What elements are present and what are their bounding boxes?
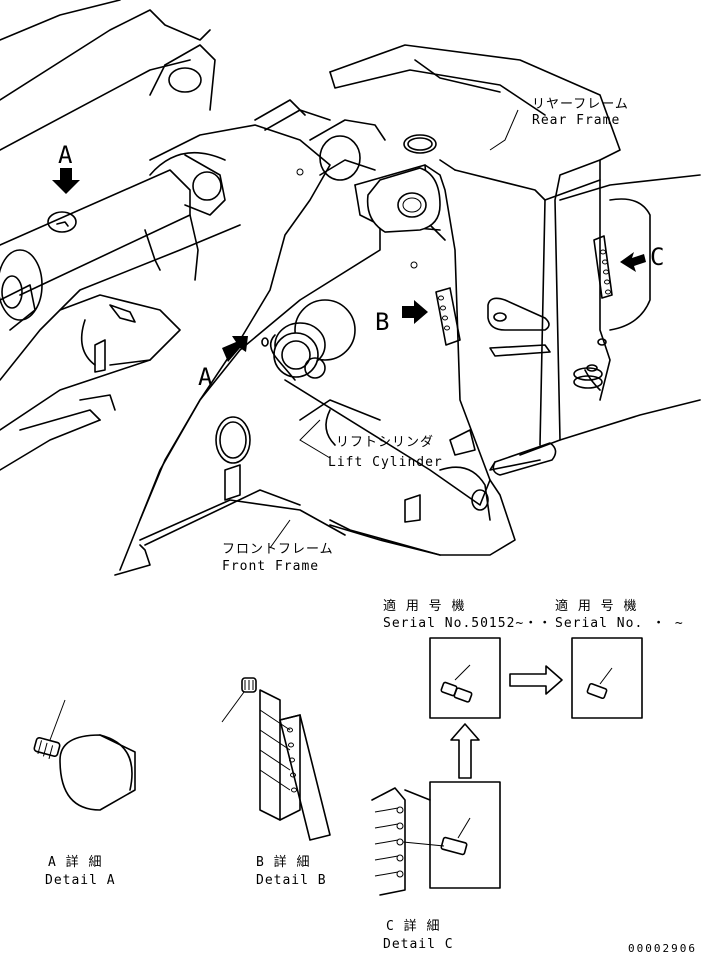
rear-frame-label-en: Rear Frame: [532, 113, 620, 128]
detail-b-title-jp: B 詳 細: [256, 854, 310, 870]
rear-frame-label-jp: リヤーフレーム: [532, 97, 629, 112]
rear-frame: [329, 44, 701, 476]
grease-fitting-icon: [33, 737, 61, 760]
callout-a-top: A: [58, 141, 73, 169]
serial-right-en: Serial No. ・ ~: [555, 616, 684, 631]
lift-cylinder-label-jp: リフトシリンダ: [336, 435, 434, 450]
detail-c: 適 用 号 機 Serial No.50152~・・ 適 用 号 機 Seria…: [371, 598, 684, 952]
detail-b-title-en: Detail B: [256, 873, 327, 888]
lift-cylinder-label-en: Lift Cylinder: [328, 455, 443, 470]
detail-b: B 詳 細 Detail B: [221, 677, 331, 888]
grease-fitting-icon: [241, 677, 257, 693]
grease-fitting-icon: [440, 817, 471, 856]
serial-right-jp: 適 用 号 機: [555, 598, 637, 614]
front-frame-label-en: Front Frame: [222, 559, 319, 574]
callout-a-mid: A: [198, 363, 213, 391]
drawing-code: 00002906: [628, 942, 697, 955]
arrow-callout-icon: [52, 168, 646, 362]
front-frame: [114, 164, 613, 576]
flow-arrow-icon: [450, 665, 563, 779]
grease-fitting-icon: [440, 664, 473, 703]
detail-c-box-base: [429, 781, 501, 889]
detail-a-title-jp: A 詳 細: [48, 854, 102, 870]
serial-left-jp: 適 用 号 機: [383, 598, 465, 614]
detail-c-box-before: [429, 637, 501, 719]
boom-arm: [0, 0, 386, 521]
detail-c-title-jp: C 詳 細: [386, 918, 440, 934]
detail-c-title-en: Detail C: [383, 937, 454, 952]
front-frame-label-jp: フロントフレーム: [222, 542, 334, 557]
callout-c: C: [650, 243, 664, 271]
detail-c-box-after: [571, 637, 643, 719]
grease-fitting-icon: [586, 667, 613, 700]
leader-lines: [269, 109, 519, 549]
main-assembly: A A B C リヤーフレーム Rear Frame リフトシリンダ Lift …: [0, 0, 701, 576]
callout-b: B: [375, 308, 389, 336]
detail-a: A 詳 細 Detail A: [33, 699, 136, 888]
serial-left-en: Serial No.50152~・・: [383, 616, 552, 631]
detail-a-title-en: Detail A: [45, 873, 116, 888]
